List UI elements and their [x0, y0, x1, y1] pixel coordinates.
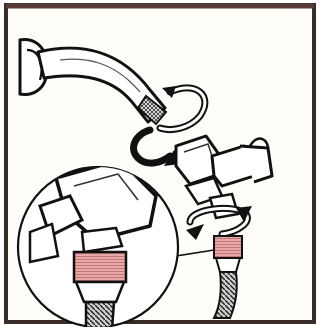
hose-nut-icon	[214, 236, 242, 272]
